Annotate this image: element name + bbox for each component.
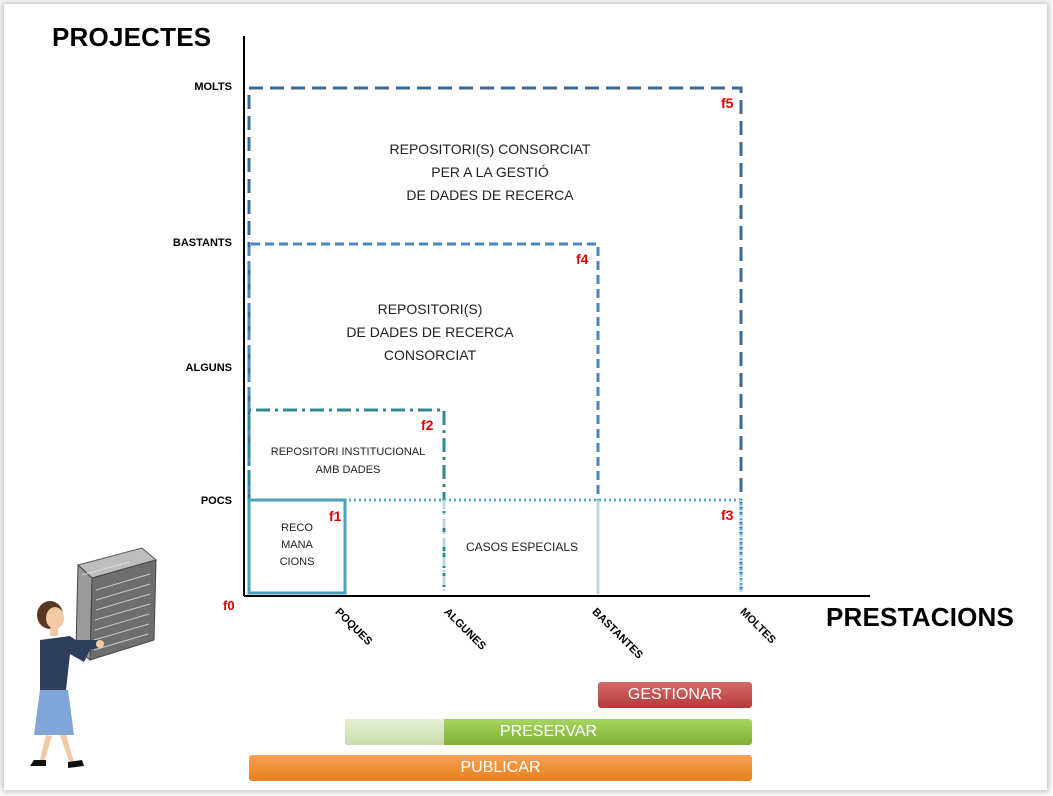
y-tick-bastants: BASTANTS [172, 237, 232, 249]
person-carrying-newspaper-cube-illustration [30, 547, 158, 768]
y-tick-alguns: ALGUNS [185, 362, 232, 374]
region-f1-border [247, 498, 347, 595]
region-f5-description: REPOSITORI(S) CONSORCIAT PER A LA GESTIÓ… [389, 141, 591, 203]
region-f2-description: REPOSITORI INSTITUCIONAL AMB DADES [270, 446, 426, 476]
region-f3-label: f3 [721, 507, 734, 523]
gestionar-bar: GESTIONAR [598, 682, 752, 708]
y-tick-pocs: POCS [200, 495, 232, 507]
preservar-bar-light-segment [345, 719, 444, 745]
slide-frame [4, 4, 1047, 790]
preservar-bar-label: PRESERVAR [499, 723, 598, 740]
region-f1-label: f1 [329, 508, 342, 524]
gestionar-bar-label: GESTIONAR [627, 686, 723, 703]
preservar-bar: PRESERVAR [345, 719, 752, 745]
x-axis-title: PRESTACIONS [826, 602, 1015, 632]
region-f3-description: CASOS ESPECIALS [465, 540, 579, 554]
region-f4-label: f4 [576, 251, 589, 267]
y-axis-title: PROJECTES [52, 22, 212, 52]
origin-label: f0 [223, 598, 235, 613]
region-f1-description: RECO MANA CIONS [279, 522, 315, 568]
region-f2-label: f2 [421, 417, 434, 433]
region-f4-description: REPOSITORI(S) DE DADES DE RECERCA CONSOR… [346, 301, 514, 363]
publicar-bar-label: PUBLICAR [460, 759, 541, 776]
y-tick-molts: MOLTS [194, 81, 232, 93]
region-f5-label: f5 [721, 95, 734, 111]
publicar-bar: PUBLICAR [249, 755, 752, 781]
